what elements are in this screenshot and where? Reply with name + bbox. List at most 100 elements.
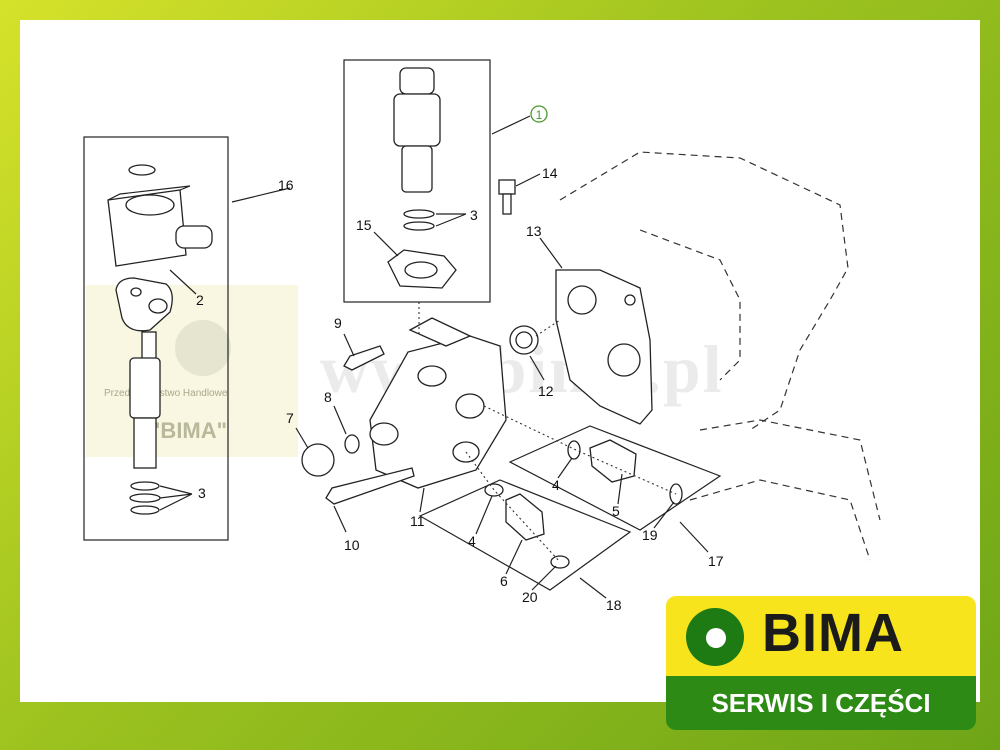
- badge-subtitle: SERWIS I CZĘŚCI: [711, 688, 931, 718]
- seal-8: [344, 434, 360, 454]
- box-16: [83, 136, 229, 541]
- washer-top: [128, 164, 156, 176]
- gasket-plate: [115, 277, 173, 332]
- callout-15: 15: [356, 217, 372, 233]
- leader-7: [295, 427, 309, 449]
- manifold-port-left: [369, 422, 399, 446]
- manifold-top-flange: [408, 317, 472, 347]
- callout-3-top: 3: [470, 207, 478, 223]
- callout-20: 20: [522, 589, 538, 605]
- callout-12: 12: [538, 383, 554, 399]
- callout-18: 18: [606, 597, 622, 613]
- callout-4-right: 4: [552, 477, 560, 493]
- seal-12-inner: [515, 331, 533, 349]
- solenoid-oring-a: [403, 209, 435, 219]
- badge-logo: BIMA: [762, 603, 904, 663]
- valve-body: [129, 357, 161, 419]
- ring-4-right: [567, 440, 581, 460]
- badge-ball-icon: [686, 608, 744, 666]
- fitting-6: [505, 493, 545, 541]
- watermark-company-line1: Przedsiębiorstwo Handlowe: [104, 388, 228, 399]
- leader-14: [515, 173, 541, 187]
- bima-badge: BIMA SERWIS I CZĘŚCI: [666, 596, 976, 732]
- leader-19: [653, 501, 675, 529]
- callout-9: 9: [334, 315, 342, 331]
- oring-a: [130, 481, 160, 491]
- leader-17: [679, 521, 709, 553]
- ring-4-left: [484, 483, 504, 497]
- gasket-15-hole: [404, 261, 438, 279]
- callout-3-left: 3: [198, 485, 206, 501]
- housing-outline-d: [689, 479, 871, 561]
- callout-5: 5: [612, 503, 620, 519]
- badge-top: BIMA: [666, 596, 976, 676]
- leader-9: [343, 333, 355, 357]
- watermark-company-line2: "BIMA": [150, 418, 228, 443]
- coil-bore: [125, 194, 175, 216]
- callout-16: 16: [278, 177, 294, 193]
- leader-8: [333, 405, 347, 435]
- callout-4-left: 4: [468, 533, 476, 549]
- leader-6: [505, 539, 523, 575]
- gasket-13-hole-b: [607, 343, 641, 377]
- callout-2: 2: [196, 292, 204, 308]
- leader-2: [169, 269, 197, 295]
- fitting-5: [589, 439, 637, 483]
- axis-line-right: [483, 405, 677, 495]
- leader-11: [419, 487, 425, 513]
- leader-16: [231, 187, 291, 203]
- ring-20: [550, 555, 570, 569]
- oring-b: [129, 493, 161, 503]
- bolt-14-head: [498, 179, 516, 195]
- bolt-10: [325, 467, 415, 505]
- leader-4-left: [475, 495, 493, 535]
- leader-20: [531, 565, 557, 591]
- leader-18: [579, 577, 607, 599]
- gasket-hole-b: [148, 298, 168, 314]
- leader-3-left: [159, 485, 193, 511]
- manifold-port-right: [455, 393, 485, 419]
- valve-stem-top: [141, 331, 157, 361]
- callout-8: 8: [324, 389, 332, 405]
- leader-15: [373, 231, 399, 257]
- leader-13: [539, 237, 563, 269]
- callout-13: 13: [526, 223, 542, 239]
- housing-outline-c: [699, 419, 881, 521]
- gasket-13-hole-a: [567, 285, 597, 315]
- plug-7: [301, 443, 335, 477]
- leader-3-top: [435, 213, 467, 227]
- callout-17: 17: [708, 553, 724, 569]
- watermark-logo-ball: [175, 320, 231, 376]
- oring-c: [130, 505, 160, 515]
- callout-1: 1: [536, 108, 543, 122]
- badge-bottom: SERWIS I CZĘŚCI: [666, 676, 976, 730]
- coil-connector: [175, 225, 213, 249]
- callout-19: 19: [642, 527, 658, 543]
- leader-5: [617, 473, 623, 505]
- housing-outline-b: [639, 229, 741, 381]
- coil-top-edge: [107, 185, 191, 201]
- callout-10: 10: [344, 537, 360, 553]
- manifold-port-top: [417, 365, 447, 387]
- valve-stem-bottom: [133, 417, 157, 469]
- solenoid-body: [393, 93, 441, 147]
- leader-12: [529, 355, 545, 381]
- leader-1: [491, 115, 531, 135]
- solenoid-oring-b: [403, 221, 435, 231]
- callout-11: 11: [410, 513, 425, 529]
- solenoid-stem: [401, 145, 433, 193]
- bolt-14-shaft: [502, 193, 512, 215]
- housing-outline-a: [559, 151, 849, 431]
- axis-line-bottom: [465, 451, 561, 563]
- callout-7: 7: [286, 410, 294, 426]
- box-1: [343, 59, 491, 303]
- callout-14: 14: [542, 165, 558, 181]
- leader-10: [333, 505, 347, 533]
- solenoid-cap: [399, 67, 435, 95]
- bolt-9: [343, 345, 385, 371]
- gasket-13-hole-c: [624, 294, 636, 306]
- group-18-outline: [418, 479, 632, 591]
- leader-4-right: [557, 457, 573, 479]
